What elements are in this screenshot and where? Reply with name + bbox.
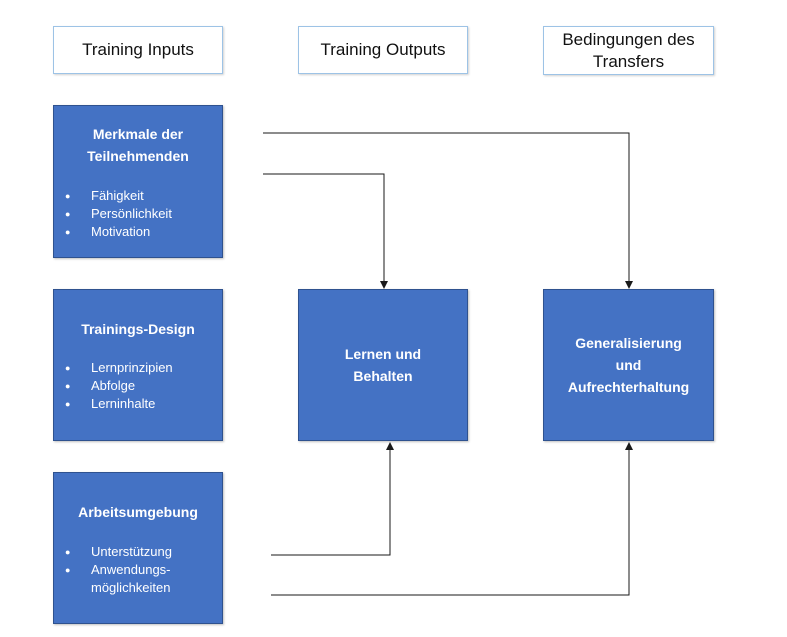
header-transfer-conditions-line2: Transfers: [592, 51, 665, 71]
header-training-outputs-label: Training Outputs: [320, 40, 446, 59]
generalization-maintenance-line3: Aufrechterhaltung: [567, 379, 690, 395]
list-item: ● Anwendungs-: [54, 561, 222, 579]
generalization-maintenance-box: Generalisierung und Aufrechterhaltung: [543, 289, 714, 441]
bullet-icon: ●: [65, 363, 71, 373]
bullet-icon: ●: [65, 209, 71, 219]
learning-retention-line2: Behalten: [353, 368, 413, 384]
arrow-participants-to-learning: [263, 173, 388, 289]
list-item: ● Fähigkeit: [54, 187, 222, 205]
participant-characteristics-title-line1: Merkmale der: [92, 126, 184, 142]
work-environment-box: Arbeitsumgebung ● Unterstützung ● Anwendun…: [53, 472, 223, 624]
list-item: ● Abfolge: [54, 377, 222, 395]
generalization-maintenance-line2: und: [615, 357, 642, 373]
bullet-icon: ●: [65, 547, 71, 557]
bullet-icon: ●: [65, 227, 71, 237]
bullet-icon: ●: [65, 191, 71, 201]
participant-characteristics-title-line2: Teilnehmenden: [87, 148, 189, 164]
work-environment-title: Arbeitsumgebung: [78, 504, 198, 520]
header-training-inputs: Training Inputs: [53, 26, 223, 74]
list-item: möglichkeiten: [54, 579, 222, 597]
list-item: ● Lernprinzipien: [54, 359, 222, 377]
generalization-maintenance-line1: Generalisierung: [575, 335, 682, 351]
learning-retention-line1: Lernen und: [344, 346, 422, 362]
list-item-label: Persönlichkeit: [91, 206, 172, 221]
list-item-label: möglichkeiten: [91, 580, 171, 595]
list-item: ● Motivation: [54, 223, 222, 241]
arrow-environment-to-learning: [271, 442, 394, 556]
list-item-label: Lerninhalte: [91, 396, 156, 411]
list-item-label: Lernprinzipien: [91, 360, 173, 375]
list-item: ● Lerninhalte: [54, 395, 222, 413]
training-design-list: ● Lernprinzipien ● Abfolge ● Lerninhalte: [54, 359, 222, 413]
header-training-inputs-label: Training Inputs: [82, 40, 194, 59]
header-transfer-conditions: Bedingungen des Transfers: [543, 26, 714, 75]
header-transfer-conditions-line1: Bedingungen des: [562, 29, 695, 49]
participant-characteristics-box: Merkmale der Teilnehmenden ● Fähigkeit ● P…: [53, 105, 223, 258]
work-environment-list: ● Unterstützung ● Anwendungs- möglichkeite…: [54, 543, 222, 597]
arrow-environment-to-generalization: [271, 442, 633, 596]
training-design-title: Trainings-Design: [81, 321, 195, 337]
list-item-label: Abfolge: [91, 378, 136, 393]
list-item: ● Unterstützung: [54, 543, 222, 561]
list-item: ● Persönlichkeit: [54, 205, 222, 223]
bullet-icon: ●: [65, 565, 71, 575]
participant-characteristics-list: ● Fähigkeit ● Persönlichkeit ● Motivation: [54, 187, 222, 241]
list-item-label: Motivation: [91, 224, 151, 239]
learning-retention-box: Lernen und Behalten: [298, 289, 468, 441]
header-training-outputs: Training Outputs: [298, 26, 468, 74]
list-item-label: Anwendungs-: [91, 562, 171, 577]
training-design-box: Trainings-Design ● Lernprinzipien ● Abfolg…: [53, 289, 223, 441]
list-item-label: Unterstützung: [91, 544, 172, 559]
arrow-participants-to-generalization: [263, 132, 633, 289]
participant-characteristics-title: Merkmale der Teilnehmenden: [54, 123, 222, 167]
bullet-icon: ●: [65, 381, 71, 391]
bullet-icon: ●: [65, 399, 71, 409]
list-item-label: Fähigkeit: [91, 188, 144, 203]
